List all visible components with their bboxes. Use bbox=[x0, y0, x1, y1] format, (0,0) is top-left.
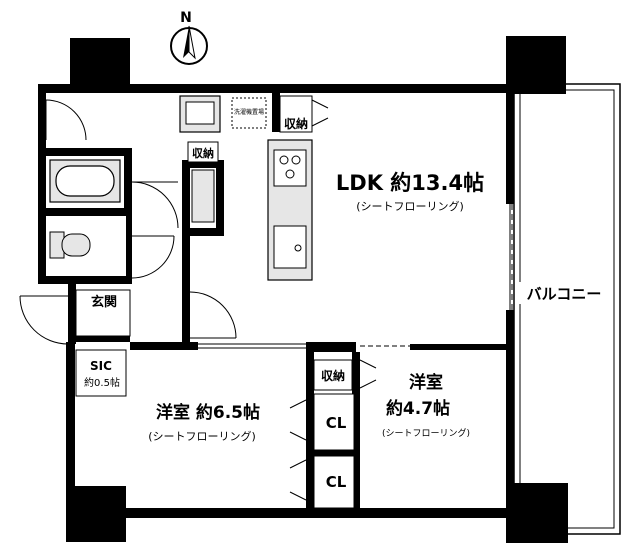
bath-block bbox=[38, 99, 179, 284]
entrance-door-arc bbox=[19, 295, 69, 345]
storage-door-arc bbox=[311, 99, 329, 127]
toilet-bowl bbox=[61, 233, 91, 257]
compass-arrow-half-icon bbox=[188, 25, 196, 60]
sic-label: SIC bbox=[90, 359, 112, 373]
entrance-area bbox=[19, 284, 237, 345]
storage-mid-label: 収納 bbox=[192, 146, 214, 160]
stove bbox=[273, 149, 307, 187]
hall-door-arc bbox=[189, 291, 237, 339]
storage-room-label: 収納 bbox=[321, 368, 345, 383]
column-top-right bbox=[506, 36, 566, 94]
balcony-label: バルコニー bbox=[527, 285, 602, 303]
column-bottom-left bbox=[66, 486, 126, 542]
washbasin-bowl bbox=[185, 101, 215, 125]
sliding-doors bbox=[198, 343, 410, 349]
storage-mid-box bbox=[187, 141, 219, 163]
storage-top-box bbox=[279, 95, 313, 133]
washer-label: 洗濯機置場 bbox=[234, 108, 264, 116]
partition-walls bbox=[130, 342, 508, 512]
entrance-label: 玄関 bbox=[91, 294, 117, 310]
closet-2-box bbox=[313, 455, 355, 509]
compass-label: N bbox=[180, 10, 192, 26]
closet-1-label: CL bbox=[326, 414, 347, 432]
room1-floor-label: (シートフローリング) bbox=[148, 429, 256, 443]
wash-storage bbox=[191, 169, 215, 223]
ldk-title: LDK 約13.4帖 bbox=[336, 171, 484, 195]
closet-1-box bbox=[313, 393, 355, 451]
kitchen-counter bbox=[267, 139, 313, 281]
room2-size: 約4.7帖 bbox=[386, 398, 450, 419]
column-top-left bbox=[70, 38, 130, 93]
washer-box bbox=[231, 97, 267, 129]
sic-box bbox=[75, 349, 127, 397]
room2-title: 洋室 bbox=[409, 372, 443, 393]
bathtub-inner bbox=[55, 165, 115, 197]
room1-title: 洋室 約6.5帖 bbox=[156, 402, 260, 423]
column-bottom-right bbox=[506, 483, 568, 543]
compass: N bbox=[170, 10, 208, 65]
wc-door-arc bbox=[131, 235, 175, 279]
room2-floor-label: (シートフローリング) bbox=[382, 427, 470, 439]
balcony-label-bg bbox=[518, 282, 610, 304]
ldk-floor-label: (シートフローリング) bbox=[356, 199, 464, 213]
balcony-outline bbox=[513, 83, 621, 535]
sic-size-label: 約0.5帖 bbox=[84, 376, 120, 389]
balcony-inner bbox=[519, 89, 615, 529]
storage-room-box bbox=[313, 359, 353, 391]
bath-door-arc bbox=[45, 99, 87, 141]
storage-top-label: 収納 bbox=[284, 116, 308, 131]
closet-2-label: CL bbox=[326, 473, 347, 491]
closet-door-arcs bbox=[289, 399, 307, 501]
bath-door-arc-2 bbox=[131, 181, 179, 229]
balcony-windows bbox=[509, 204, 515, 310]
